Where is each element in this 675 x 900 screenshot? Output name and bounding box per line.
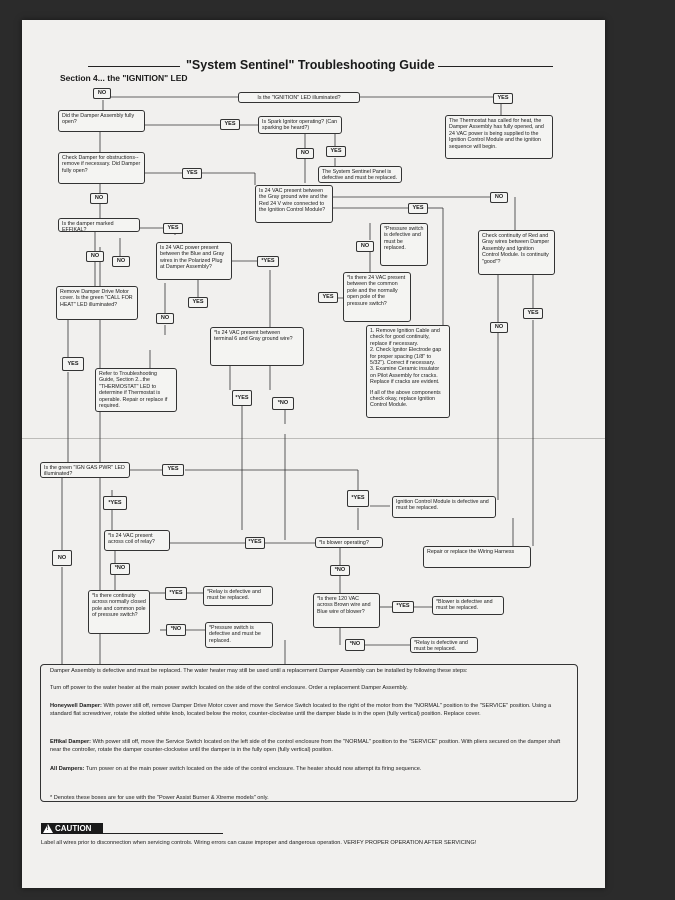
damper-open-question: Did the Damper Assembly fully open? bbox=[58, 110, 145, 132]
yes-star-tag-1: *YES bbox=[257, 256, 279, 267]
yes-tag-8: YES bbox=[188, 297, 208, 308]
panel-defective-note: The System Sentinel Panel is defective a… bbox=[318, 166, 402, 183]
vac-120-question: *Is there 120 VAC across Brown wire and … bbox=[313, 593, 380, 628]
all-dampers-text: Turn power on at the main power switch l… bbox=[84, 766, 422, 772]
vac-common-pole-question: *Is there 24 VAC present between the com… bbox=[343, 272, 411, 322]
yes-star-tag-3: *YES bbox=[347, 490, 369, 507]
vac-terminal6-question: *Is 24 VAC present between terminal 6 an… bbox=[210, 327, 304, 366]
ignition-led-question: Is the "IGNITION" LED illuminated? bbox=[238, 92, 360, 103]
yes-star-tag-5: *YES bbox=[245, 537, 265, 549]
yes-tag-5: YES bbox=[408, 203, 428, 214]
notes-paragraph-3: Honeywell Damper: With power still off, … bbox=[50, 702, 570, 718]
warning-triangle-icon bbox=[43, 824, 53, 833]
yes-tag-1: YES bbox=[493, 93, 513, 104]
title-rule-left bbox=[88, 66, 180, 67]
repair-harness-note: Repair or replace the Wiring Harness bbox=[423, 546, 531, 568]
damper-notes-box bbox=[40, 664, 578, 802]
no-star-tag-5: *NO bbox=[345, 639, 365, 651]
relay-defective-note-1: *Relay is defective and must be replaced… bbox=[203, 586, 273, 606]
pressure-switch-defective-note-2: *Pressure switch is defective and must b… bbox=[205, 622, 273, 648]
continuity-red-gray-question: Check continuity of Red and Gray wires b… bbox=[478, 230, 555, 275]
notes-paragraph-5: All Dampers: Turn power on at the main p… bbox=[50, 765, 570, 773]
effikal-text: With power still off, move the Service S… bbox=[50, 739, 561, 753]
no-tag-8: NO bbox=[156, 313, 174, 324]
yes-tag-11: YES bbox=[162, 464, 184, 476]
vac-relay-coil-question: *Is 24 VAC present across coil of relay? bbox=[104, 530, 170, 551]
yes-tag-4: YES bbox=[182, 168, 202, 179]
page-title: "System Sentinel" Troubleshooting Guide bbox=[186, 58, 435, 72]
ign-gas-pwr-question: Is the green "IGN GAS PWR" LED illuminat… bbox=[40, 462, 130, 478]
yes-star-tag-2: *YES bbox=[232, 390, 252, 406]
yes-tag-3: YES bbox=[326, 146, 346, 157]
thermostat-called-note: The Thermostat has called for heat, the … bbox=[445, 115, 553, 159]
title-rule-right bbox=[438, 66, 553, 67]
blower-defective-note: *Blower is defective and must be replace… bbox=[432, 596, 504, 615]
caution-text: Label all wires prior to disconnection w… bbox=[41, 840, 477, 846]
yes-tag-6: YES bbox=[163, 223, 183, 234]
effikal-heading: Effikal Damper: bbox=[50, 739, 92, 745]
icm-defective-note: Ignition Control Module is defective and… bbox=[392, 496, 496, 518]
blower-operating-question: *Is blower operating? bbox=[315, 537, 383, 548]
check-damper-question: Check Damper for obstructions--remove if… bbox=[58, 152, 145, 184]
continuity-switch-question: *Is there continuity across normally clo… bbox=[88, 590, 150, 634]
step-3: 3. Examine Ceramic insulator on Pilot As… bbox=[370, 366, 440, 386]
caution-badge: CAUTION bbox=[41, 823, 103, 834]
step-2: 2. Check Ignitor Electrode gap for prope… bbox=[370, 347, 442, 367]
no-tag-4: NO bbox=[490, 192, 508, 203]
damper-effikal-question: Is the damper marked EFFIKAL? bbox=[58, 218, 140, 232]
yes-tag-10: YES bbox=[62, 357, 84, 371]
yes-tag-2: YES bbox=[220, 119, 240, 130]
yes-star-tag-6: *YES bbox=[165, 587, 187, 600]
honeywell-text: With power still off, remove Damper Driv… bbox=[50, 703, 552, 717]
notes-footnote: * Denotes these boxes are for use with t… bbox=[50, 795, 269, 801]
no-tag-9: NO bbox=[490, 322, 508, 333]
notes-paragraph-4: Effikal Damper: With power still off, mo… bbox=[50, 738, 570, 754]
remove-cover-question: Remove Damper Drive Motor cover. Is the … bbox=[56, 286, 138, 320]
no-tag-3: NO bbox=[90, 193, 108, 204]
no-star-tag-4: *NO bbox=[166, 624, 186, 636]
pressure-switch-defective-note: *Pressure switch is defective and must b… bbox=[380, 223, 428, 266]
relay-defective-note-2: *Relay is defective and must be replaced… bbox=[410, 637, 478, 653]
yes-star-tag-4: *YES bbox=[103, 496, 127, 510]
no-tag-10: NO bbox=[52, 550, 72, 566]
vac-gray-red-question: Is 24 VAC present between the Gray groun… bbox=[255, 185, 333, 223]
vac-blue-gray-question: Is 24 VAC power present between the Blue… bbox=[156, 242, 232, 280]
caution-rule bbox=[103, 833, 223, 834]
step-1: 1. Remove Ignition Cable and check for g… bbox=[370, 328, 440, 347]
exclamation-icon: ! bbox=[46, 826, 49, 832]
troubleshooting-steps: 1. Remove Ignition Cable and check for g… bbox=[366, 325, 450, 418]
no-star-tag-1: *NO bbox=[272, 397, 294, 410]
no-tag-1: NO bbox=[93, 88, 111, 99]
steps-footer: If all of the above components check oka… bbox=[370, 389, 441, 409]
yes-tag-9: YES bbox=[523, 308, 543, 319]
notes-paragraph-1: Damper Assembly is defective and must be… bbox=[50, 668, 468, 674]
all-dampers-heading: All Dampers: bbox=[50, 766, 85, 772]
spark-ignitor-question: Is Spark Ignitor operating? (Can sparkin… bbox=[258, 116, 342, 134]
yes-tag-7: YES bbox=[318, 292, 338, 303]
no-tag-5: NO bbox=[356, 241, 374, 252]
notes-paragraph-2: Turn off power to the water heater at th… bbox=[50, 685, 408, 691]
no-star-tag-2: *NO bbox=[110, 563, 130, 575]
no-tag-7: NO bbox=[112, 256, 130, 267]
no-star-tag-3: *NO bbox=[330, 565, 350, 576]
section-heading: Section 4... the "IGNITION" LED bbox=[60, 73, 188, 83]
honeywell-heading: Honeywell Damper: bbox=[50, 703, 102, 709]
refer-section2-note: Refer to Troubleshooting Guide, Section … bbox=[95, 368, 177, 412]
yes-star-tag-7: *YES bbox=[392, 601, 414, 613]
no-tag-2: NO bbox=[296, 148, 314, 159]
fold-crease bbox=[22, 438, 605, 439]
no-tag-6: NO bbox=[86, 251, 104, 262]
